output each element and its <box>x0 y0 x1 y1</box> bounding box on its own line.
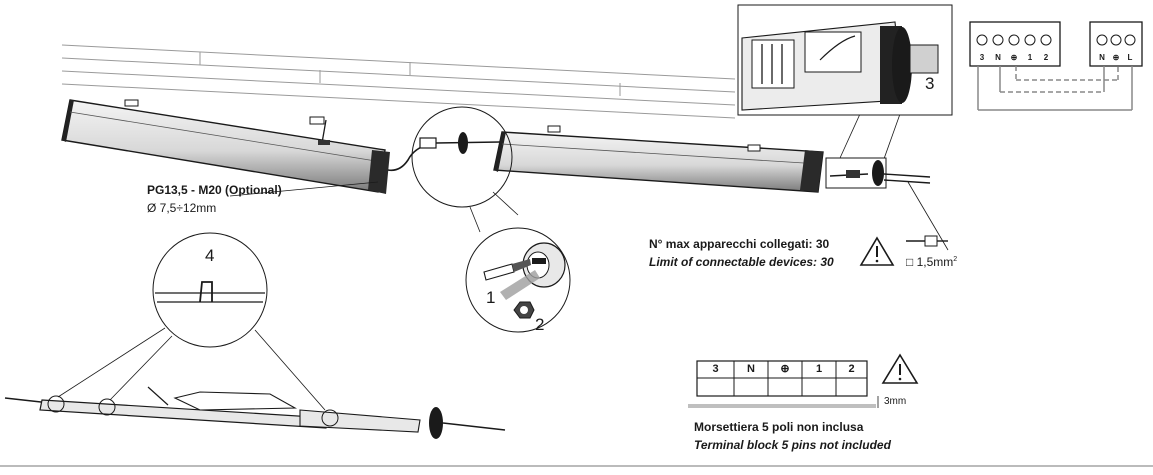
wiring-terminal-label: N <box>995 53 1001 62</box>
wiring-terminal-label: 1 <box>1027 53 1033 62</box>
devices-label-en: Limit of connectable devices: 30 <box>649 255 834 269</box>
middle-luminaire <box>493 125 824 193</box>
ceiling-lines <box>61 44 736 119</box>
wiring-terminal-label: 2 <box>1043 53 1049 62</box>
wiring-terminal-label: N <box>1099 53 1105 62</box>
gland-label-diameter: Ø 7,5÷12mm <box>147 201 217 215</box>
gland-step-circle <box>465 227 571 333</box>
wiring-right-labels: N ⊕ L <box>1092 52 1140 64</box>
wiring-terminal-label: L <box>1127 53 1133 62</box>
terminal-block-drawing <box>688 360 879 408</box>
cable-section-prefix: □ <box>906 255 914 269</box>
step-3-number: 3 <box>925 74 935 93</box>
step-2-number: 2 <box>535 315 545 334</box>
terminal-cell: 3 <box>712 363 719 375</box>
wiring-terminal-label: 3 <box>979 53 985 62</box>
terminal-block-label-it: Morsettiera 5 poli non inclusa <box>694 420 864 434</box>
step-4-number: 4 <box>205 246 215 265</box>
gland-label-title: PG13,5 - M20 (Optional) <box>147 183 282 197</box>
lower-luminaire <box>4 386 506 439</box>
wiring-diagram <box>969 21 1143 111</box>
left-luminaire <box>61 99 501 194</box>
terminal-block-labels: 3 N ⊕ 1 2 <box>697 362 867 377</box>
gap-label: 3mm <box>884 396 907 407</box>
detail-circle-4 <box>57 232 326 411</box>
terminal-cell: ⊕ <box>780 363 790 375</box>
terminal-cell: 2 <box>848 363 855 375</box>
warning-icon <box>881 353 919 384</box>
wiring-terminal-label: ⊕ <box>1010 53 1018 62</box>
cable-section-value: 1,5mm <box>916 255 954 269</box>
detail-box-3 <box>737 4 953 116</box>
terminal-cell: N <box>747 363 755 375</box>
terminal-block-label-en: Terminal block 5 pins not included <box>694 438 891 452</box>
terminal-cell: 1 <box>815 363 823 375</box>
wiring-terminal-label: ⊕ <box>1112 53 1120 62</box>
cable-section-sup: 2 <box>953 256 958 263</box>
ferrule-icon <box>906 235 948 247</box>
wiring-left-labels: 3 N ⊕ 1 2 <box>972 52 1058 64</box>
cable-section-label: □ 1,5mm2 <box>906 255 957 269</box>
warning-icon <box>859 236 895 266</box>
step-1-number: 1 <box>486 288 496 307</box>
cable-exit <box>825 157 949 251</box>
devices-label-it: N° max apparecchi collegati: 30 <box>649 237 830 251</box>
